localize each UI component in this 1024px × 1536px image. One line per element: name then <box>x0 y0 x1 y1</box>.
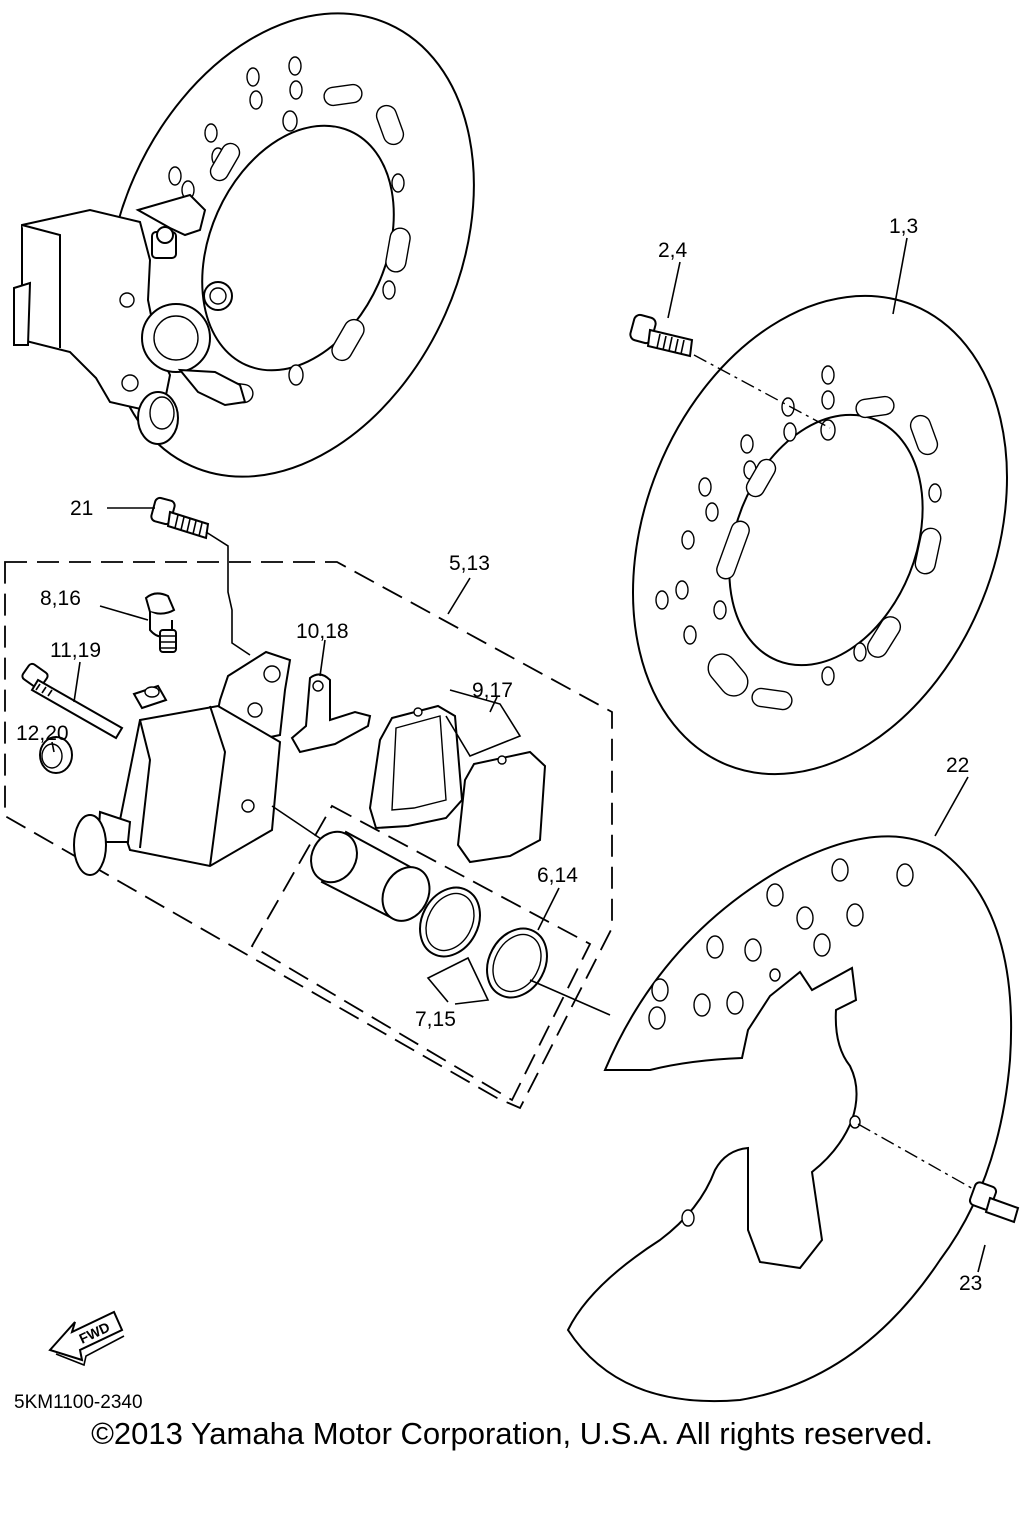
assembled-caliper <box>13 193 247 445</box>
bolt-leader-line <box>693 354 831 429</box>
label-7-15: 7,15 <box>415 1008 456 1031</box>
disc-bolt <box>629 313 694 358</box>
caliper-kit-outline <box>4 561 613 1110</box>
label-21: 21 <box>70 497 93 520</box>
label-leaders <box>51 237 986 1273</box>
bolt-21-leader <box>205 531 251 656</box>
caliper-bolt <box>150 496 210 540</box>
disc-cover <box>566 835 1013 1403</box>
cover-bolt <box>968 1181 1020 1224</box>
brake-pad-front <box>368 704 464 830</box>
caliper-pin <box>21 662 124 740</box>
label-10-18: 10,18 <box>296 620 349 643</box>
drawing-code: 5KM1100-2340 <box>14 1392 143 1413</box>
caliper-body <box>73 650 292 876</box>
label-9-17: 9,17 <box>472 679 513 702</box>
pad-leader-bracket <box>445 689 522 757</box>
brake-disc <box>632 294 1008 776</box>
label-12-20: 12,20 <box>16 722 69 745</box>
copyright-notice: ©2013 Yamaha Motor Corporation, U.S.A. A… <box>91 1416 933 1451</box>
label-23: 23 <box>959 1272 982 1295</box>
dust-seal <box>486 927 548 999</box>
seal-leader <box>529 979 611 1016</box>
label-22: 22 <box>946 754 969 777</box>
pad-spring <box>290 673 372 754</box>
label-5-13: 5,13 <box>449 552 490 575</box>
fwd-arrow-icon: FWD <box>48 1310 125 1367</box>
piston-kit-outline <box>250 804 592 1102</box>
label-1-3: 1,3 <box>889 215 918 238</box>
brake-pad-rear <box>456 750 547 864</box>
piston <box>310 830 431 922</box>
label-2-4: 2,4 <box>658 239 688 262</box>
cover-bolt-leader <box>857 1123 976 1191</box>
bleed-screw <box>144 592 177 653</box>
label-11-19: 11,19 <box>50 639 101 662</box>
label-6-14: 6,14 <box>537 864 578 887</box>
piston-seal <box>419 886 481 958</box>
label-8-16: 8,16 <box>40 587 81 610</box>
